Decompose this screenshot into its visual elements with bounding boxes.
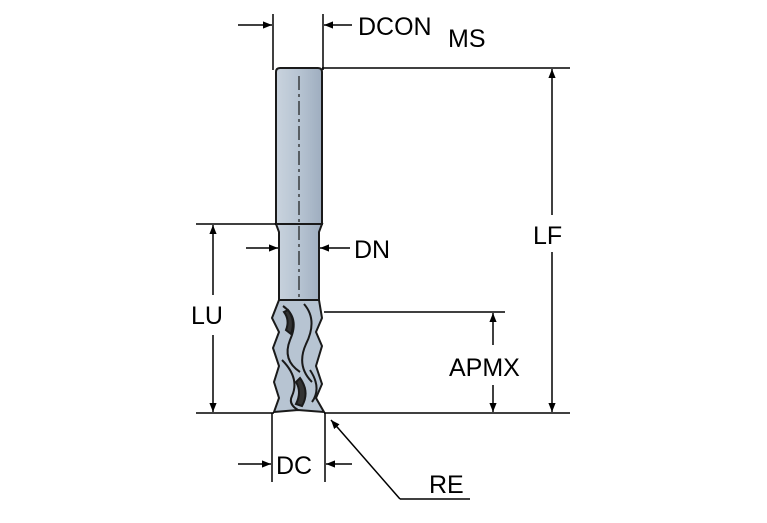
flute-dark-2 (294, 376, 307, 408)
label-apmx: APMX (449, 354, 520, 382)
label-dc: DC (276, 452, 312, 480)
dcon-dimension (238, 14, 352, 70)
label-dn: DN (354, 236, 390, 264)
flute-helix-3 (281, 359, 299, 411)
dc-dimension (238, 413, 352, 482)
lf-dimension (322, 67, 570, 414)
flute-helix-4 (309, 369, 318, 403)
re-leader-diagonal (330, 419, 401, 500)
flute-helix-2 (301, 303, 313, 383)
label-lf: LF (533, 222, 562, 250)
apmx-dimension (324, 311, 505, 412)
re-dimension (330, 419, 470, 500)
label-dcon-subscript: MS (448, 25, 486, 53)
label-lu: LU (191, 302, 223, 330)
flute-dark-1 (282, 308, 294, 336)
label-dcon: DCON (358, 13, 432, 41)
label-re: RE (429, 471, 464, 499)
lu-dimension (196, 223, 276, 414)
end-mill-tool (270, 67, 326, 414)
